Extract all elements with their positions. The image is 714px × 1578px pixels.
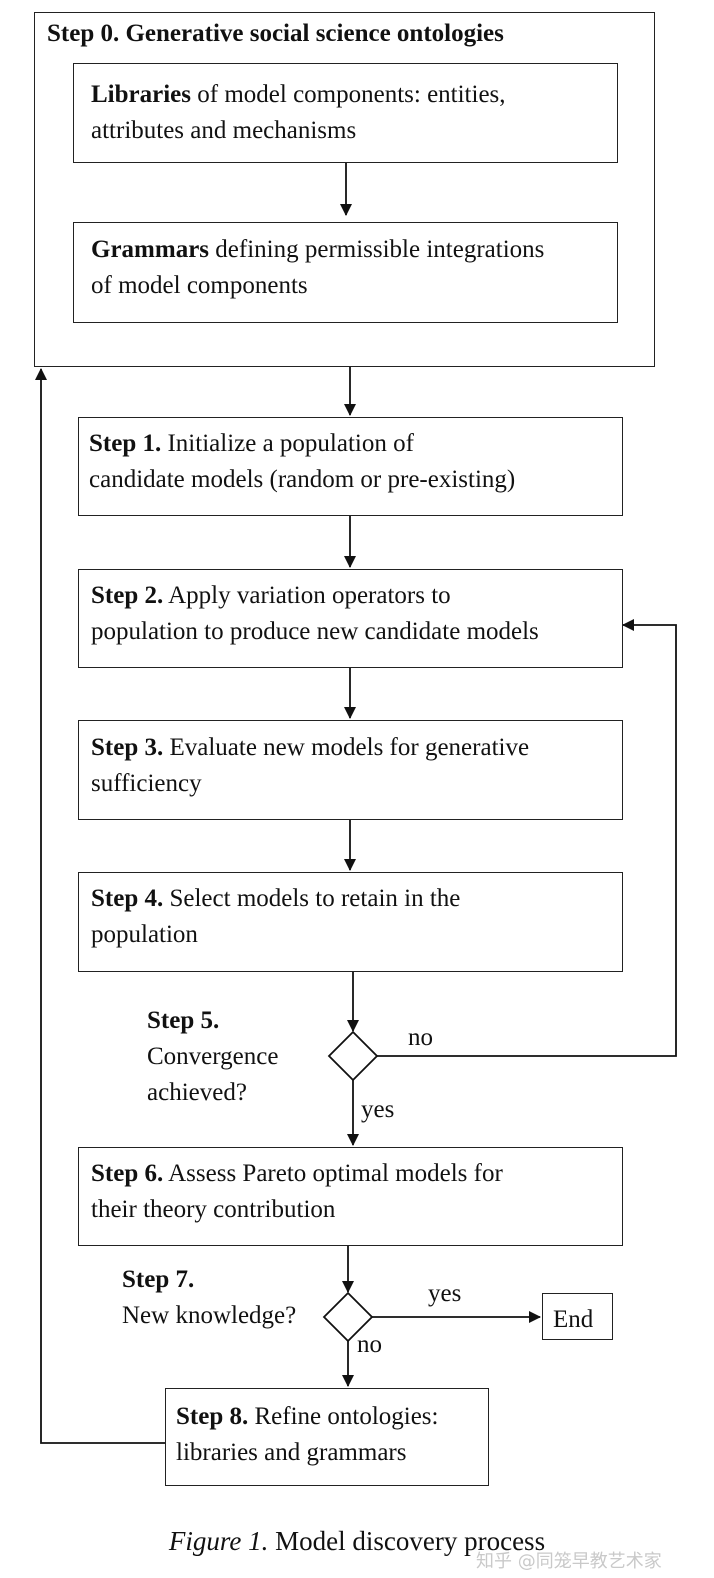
step0-ontologies-box: [34, 12, 655, 367]
step8-text: Step 8. Refine ontologies: libraries and…: [176, 1399, 438, 1471]
step6-text: Step 6. Assess Pareto optimal models for…: [91, 1156, 503, 1228]
step2-line2: population to produce new candidate mode…: [91, 618, 539, 645]
step1-line2: candidate models (random or pre-existing…: [89, 466, 516, 493]
step7-text: Step 7. New knowledge?: [122, 1262, 296, 1334]
step4-box: [78, 872, 623, 972]
step5-line1: Convergence: [147, 1043, 279, 1070]
step1-box: [78, 417, 623, 516]
step8-box: [165, 1388, 489, 1486]
step4-label: Step 4.: [91, 885, 164, 912]
watermark: 知乎 @同笼早教艺术家: [476, 1551, 662, 1572]
step3-text: Step 3. Evaluate new models for generati…: [91, 730, 529, 802]
step5-line2: achieved?: [147, 1079, 247, 1106]
caption-figure-number: Figure 1.: [168, 1526, 269, 1556]
step8-line2: libraries and grammars: [176, 1439, 407, 1466]
step4-text: Step 4. Select models to retain in the p…: [91, 881, 460, 953]
grammars-bold: Grammars: [91, 236, 210, 263]
step2-line1: Apply variation operators to: [163, 582, 451, 609]
step3-line2: sufficiency: [91, 770, 202, 797]
step1-text: Step 1. Initialize a population of candi…: [89, 426, 515, 498]
libraries-box: [73, 63, 618, 163]
figure-caption: Figure 1. Model discovery process: [0, 1526, 714, 1557]
step6-box: [78, 1147, 623, 1246]
step2-text: Step 2. Apply variation operators to pop…: [91, 578, 539, 650]
step1-line1: Initialize a population of: [161, 430, 414, 457]
step6-line1: Assess Pareto optimal models for: [163, 1160, 503, 1187]
libraries-line1: of model components: entities,: [191, 81, 506, 108]
grammars-line1: defining permissible integrations: [209, 236, 545, 263]
step2-label: Step 2.: [91, 582, 164, 609]
caption-text: Model discovery process: [268, 1526, 546, 1556]
libraries-line2: attributes and mechanisms: [91, 117, 357, 144]
step7-no-label: no: [357, 1331, 382, 1358]
grammars-text: Grammars defining permissible integratio…: [91, 232, 544, 304]
arrow-decision5-no-to-step2: [377, 619, 677, 1057]
step7-yes-label: yes: [428, 1280, 462, 1307]
step5-text: Step 5. Convergence achieved?: [147, 1003, 278, 1111]
step1-label: Step 1.: [89, 430, 162, 457]
step2-box: [78, 569, 623, 668]
step3-line1: Evaluate new models for generative: [163, 734, 530, 761]
step4-line1: Select models to retain in the: [163, 885, 461, 912]
step0-title: Step 0. Generative social science ontolo…: [47, 20, 504, 47]
libraries-text: Libraries of model components: entities,…: [91, 77, 506, 149]
step6-line2: their theory contribution: [91, 1196, 336, 1223]
step5-no-label: no: [408, 1024, 433, 1051]
arrow-step8-to-step0: [35, 368, 165, 1444]
step5-label: Step 5.: [147, 1007, 220, 1034]
step4-line2: population: [91, 921, 198, 948]
step7-line1: New knowledge?: [122, 1302, 297, 1329]
libraries-bold: Libraries: [91, 81, 191, 108]
step3-label: Step 3.: [91, 734, 164, 761]
end-box: [542, 1293, 613, 1340]
grammars-line2: of model components: [91, 272, 308, 299]
step8-line1: Refine ontologies:: [248, 1403, 439, 1430]
step3-box: [78, 720, 623, 820]
step8-label: Step 8.: [176, 1403, 249, 1430]
decision-diamond-step7: [322, 1291, 374, 1343]
step6-label: Step 6.: [91, 1160, 164, 1187]
step7-label: Step 7.: [122, 1266, 195, 1293]
step5-yes-label: yes: [361, 1096, 395, 1123]
decision-diamond-step5: [327, 1030, 379, 1082]
end-label: End: [553, 1306, 594, 1333]
grammars-box: [73, 222, 618, 323]
